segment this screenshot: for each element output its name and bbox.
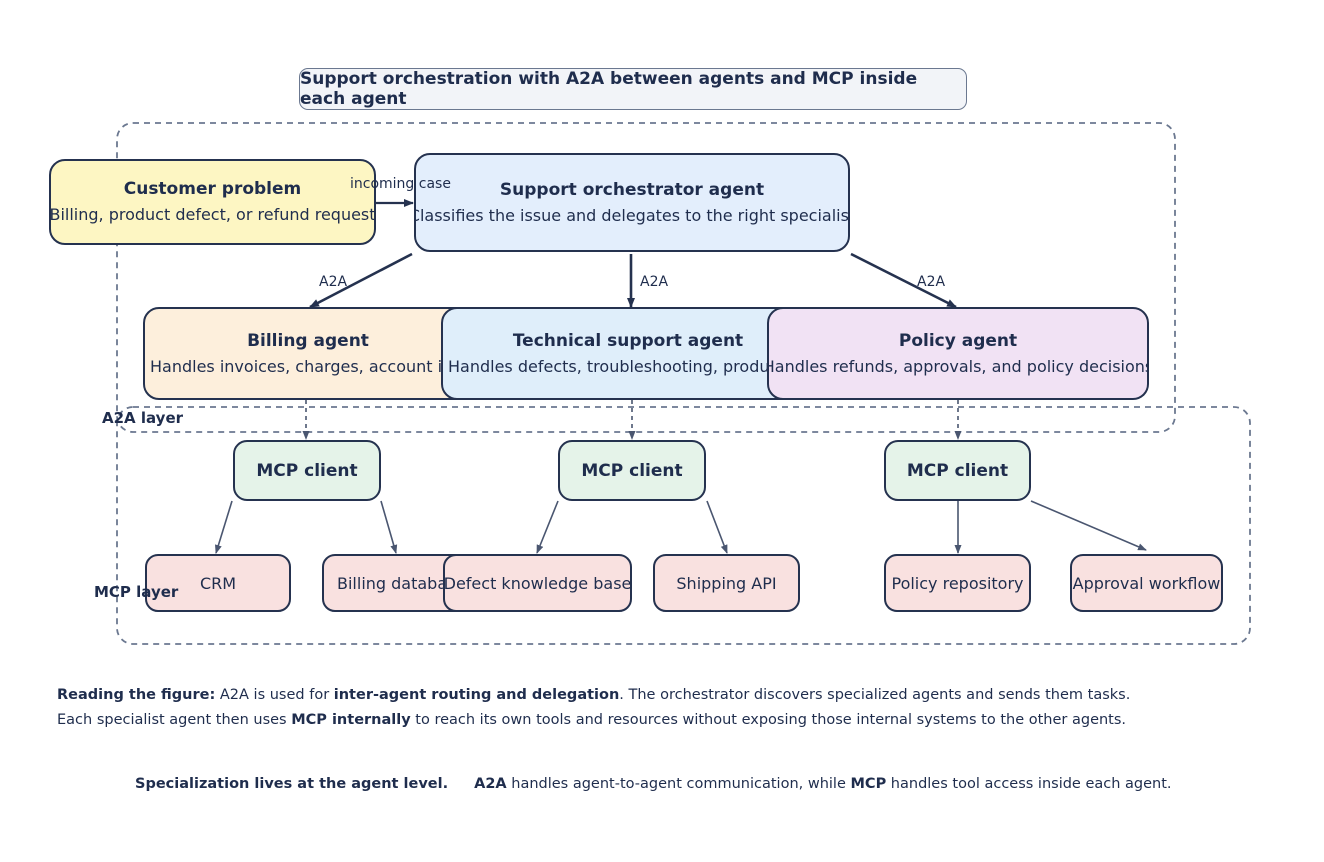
summary-bold-1: A2A [474, 776, 507, 792]
policy-agent-box: Policy agent Handles refunds, approvals,… [767, 307, 1149, 400]
tool-link-approval [1030, 500, 1147, 551]
mcp-layer-region [116, 406, 1251, 645]
reading-part-3: Each specialist agent then uses [57, 712, 292, 728]
a2a-label-policy: A2A [917, 274, 946, 290]
billing-agent-desc: Handles invoices, charges, account issue… [150, 356, 473, 376]
billing-agent-box: Billing agent Handles invoices, charges,… [143, 307, 473, 400]
customer-problem-box: Customer problem Billing, product defect… [49, 159, 376, 245]
orchestrator-desc: Classifies the issue and delegates to th… [414, 205, 850, 225]
technical-agent-title: Technical support agent [512, 330, 744, 351]
tool-link-shipping-api [706, 500, 728, 554]
summary-part-1: handles agent-to-agent communication, wh… [506, 776, 851, 792]
customer-problem-title: Customer problem [123, 179, 302, 199]
a2a-arrow-policy [850, 252, 957, 309]
technical-agent-box: Technical support agent Handles defects,… [441, 307, 815, 400]
a2a-layer-region [116, 122, 1176, 433]
tool-approval-workflow: Approval workflow [1070, 554, 1223, 612]
reading-line-1: Reading the figure: A2A is used for inte… [57, 687, 1130, 703]
reading-part-4: to reach its own tools and resources wit… [410, 712, 1127, 728]
reading-line-2: Each specialist agent then uses MCP inte… [57, 712, 1126, 728]
reading-part-1: A2A is used for [215, 687, 334, 703]
policy-agent-desc: Handles refunds, approvals, and policy d… [767, 356, 1149, 376]
tool-link-billing-db [380, 500, 398, 554]
policy-agent-title: Policy agent [898, 330, 1018, 351]
summary-part-2: handles tool access inside each agent. [886, 776, 1172, 792]
summary-line: Specialization lives at the agent level.… [135, 776, 1172, 792]
orchestrator-box: Support orchestrator agent Classifies th… [414, 153, 850, 252]
mcp-client-policy: MCP client [884, 440, 1031, 501]
a2a-arrow-billing [309, 252, 413, 309]
billing-agent-title: Billing agent [247, 330, 369, 351]
incoming-case-label: incoming case [350, 176, 451, 192]
a2a-label-billing: A2A [319, 274, 348, 290]
summary-lead: Specialization lives at the agent level. [135, 776, 449, 792]
mcp-client-technical: MCP client [558, 440, 706, 501]
technical-agent-desc: Handles defects, troubleshooting, produc… [448, 356, 815, 376]
tool-link-crm [215, 500, 233, 554]
tool-crm: CRM [145, 554, 291, 612]
orchestrator-title: Support orchestrator agent [499, 179, 765, 200]
mcp-client-billing: MCP client [233, 440, 381, 501]
reading-bold-2: MCP internally [291, 712, 411, 728]
summary-bold-2: MCP [850, 776, 887, 792]
reading-part-2: . The orchestrator discovers specialized… [619, 687, 1131, 703]
reading-bold-1: inter-agent routing and delegation [333, 687, 620, 703]
reading-lead: Reading the figure: [57, 687, 216, 703]
tool-link-defect-kb [536, 500, 559, 554]
tool-defect-knowledge-base: Defect knowledge base [443, 554, 632, 612]
mcp-layer-label: MCP layer [94, 583, 179, 601]
a2a-layer-label: A2A layer [102, 409, 184, 427]
a2a-label-technical: A2A [640, 274, 669, 290]
customer-problem-desc: Billing, product defect, or refund reque… [49, 205, 376, 224]
tool-shipping-api: Shipping API [653, 554, 800, 612]
diagram-title: Support orchestration with A2A between a… [299, 68, 967, 110]
tool-policy-repository: Policy repository [884, 554, 1031, 612]
